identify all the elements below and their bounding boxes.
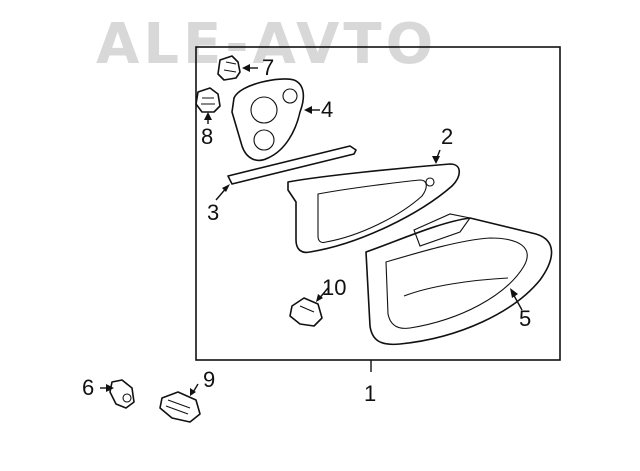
part-7-socket xyxy=(217,55,241,81)
part-4-gasket xyxy=(231,78,305,162)
callout-3: 3 xyxy=(207,200,220,225)
part-9-bulb xyxy=(159,391,201,423)
part-2-housing xyxy=(287,163,461,254)
watermark-logo: ALE-AVTO xyxy=(96,12,438,77)
part-10-bulb xyxy=(289,297,323,327)
callout-1: 1 xyxy=(364,381,377,406)
assembly-frame xyxy=(195,46,561,361)
part-6-clip xyxy=(109,379,135,409)
callout-8: 8 xyxy=(201,124,214,149)
part-5-lens xyxy=(365,213,553,346)
callout-5: 5 xyxy=(519,306,532,331)
callout-7: 7 xyxy=(262,55,275,80)
part-8-bulb xyxy=(195,87,221,113)
callout-4: 4 xyxy=(321,97,334,122)
callout-6: 6 xyxy=(82,375,95,400)
callout-2: 2 xyxy=(441,124,454,149)
callout-9: 9 xyxy=(203,367,216,392)
part-3-strip xyxy=(227,145,357,185)
callout-10: 10 xyxy=(322,275,347,300)
